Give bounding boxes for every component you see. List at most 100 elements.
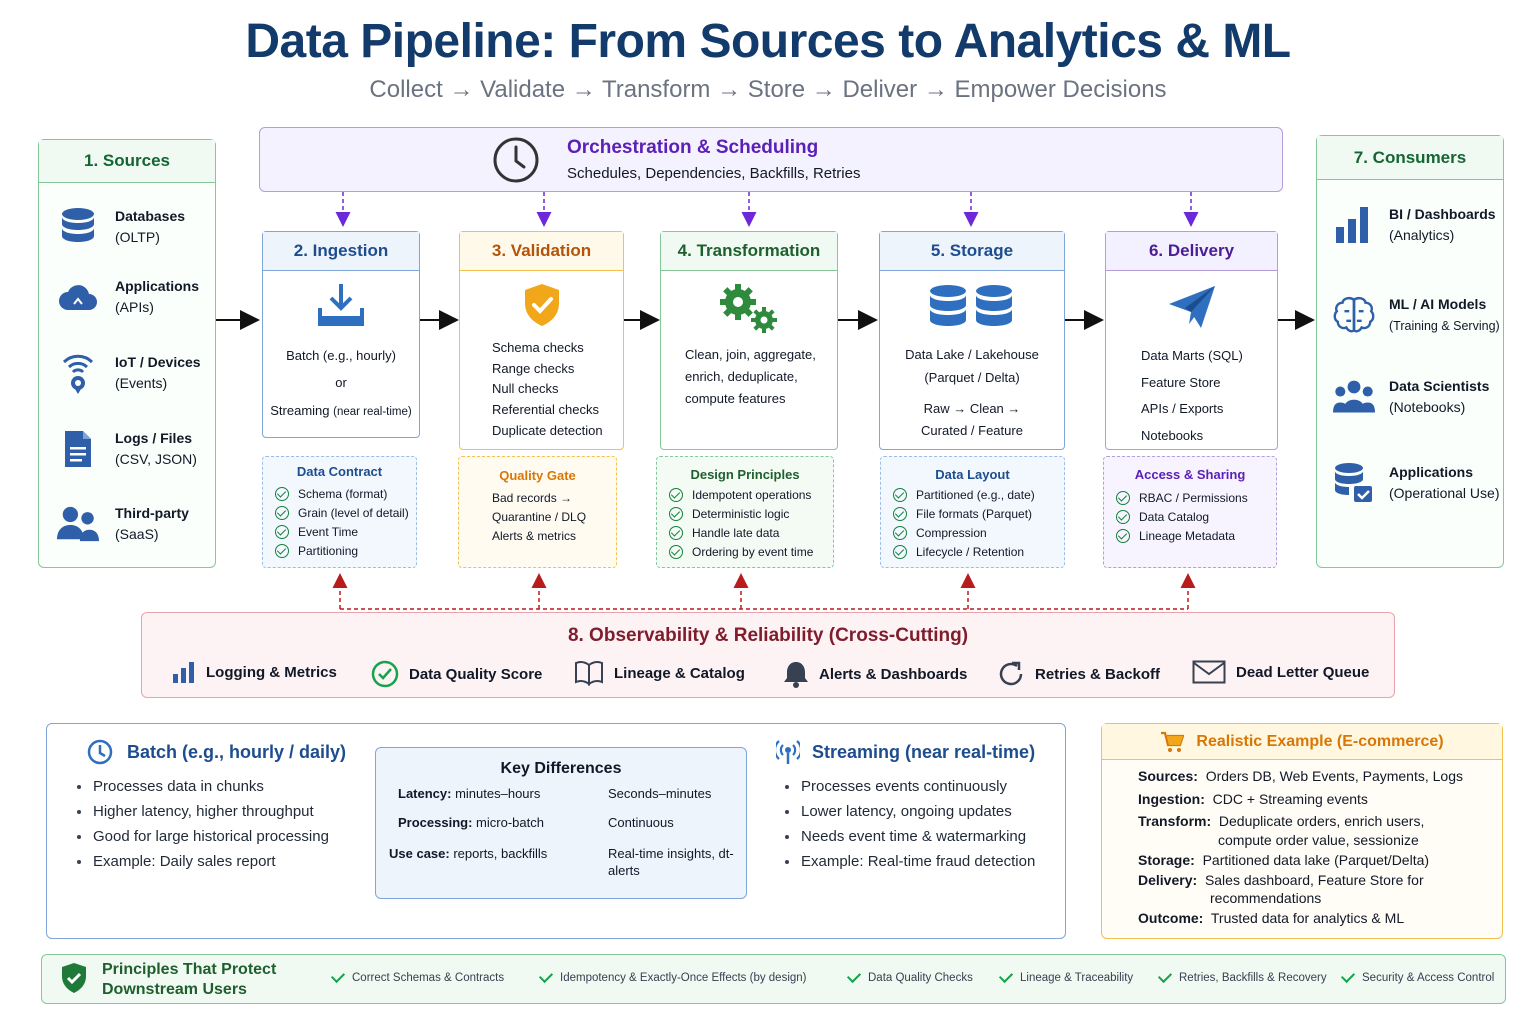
delivery-stage[interactable]: 6. Delivery Data Marts (SQL) Feature Sto…	[1105, 231, 1278, 450]
consumer-ml[interactable]: ML / AI Models(Training & Serving)	[1333, 294, 1500, 337]
users-icon	[57, 503, 99, 545]
example-label: Transform:	[1138, 813, 1212, 829]
source-detail: (Events)	[115, 375, 168, 391]
access-item-label: Lineage Metadata	[1139, 528, 1236, 543]
delivery-line: Feature Store	[1141, 374, 1221, 390]
check-circle-icon	[371, 660, 399, 688]
checkmark-icon	[1157, 968, 1173, 984]
storage-stage[interactable]: 5. Storage Data Lake / Lakehouse (Parque…	[879, 231, 1065, 450]
access-sharing-box: Access & Sharing RBAC / Permissions Data…	[1103, 456, 1277, 568]
obs-alerts[interactable]: Alerts & Dashboards	[783, 660, 967, 688]
orchestration-arrows	[335, 192, 1199, 227]
check-line: Null checks	[492, 381, 559, 397]
source-iot[interactable]: IoT / Devices(Events)	[57, 352, 201, 394]
orchestration-title: Orchestration & Scheduling	[567, 137, 819, 158]
desc-line: enrich, deduplicate,	[685, 369, 798, 384]
kd-label: Latency:	[398, 785, 452, 801]
streaming-detail: (near real-time)	[333, 406, 412, 418]
list-item: Processes events continuously	[783, 774, 1035, 799]
source-name: Logs / Files	[115, 430, 193, 446]
kd-right: Continuous	[608, 814, 674, 830]
layout-item-label: Partitioned (e.g., date)	[916, 487, 1035, 502]
example-value: Orders DB, Web Events, Payments, Logs	[1205, 768, 1463, 784]
contract-item-label: Schema (format)	[298, 486, 388, 501]
observability-arrows	[332, 573, 1196, 610]
consumer-applications[interactable]: Applications(Operational Use)	[1333, 462, 1500, 504]
broadcast-icon	[776, 740, 800, 764]
layout-item: File formats (Parquet)	[893, 504, 1064, 523]
example-value: Deduplicate orders, enrich users,	[1218, 813, 1425, 829]
check-circle-icon	[275, 486, 289, 501]
check-line: Referential checks	[492, 402, 599, 418]
ingestion-stage[interactable]: 2. Ingestion Batch (e.g., hourly) or Str…	[262, 231, 420, 438]
checkmark-icon	[998, 968, 1014, 984]
obs-label: Dead Letter Queue	[1236, 663, 1370, 681]
principle-item-label: Deterministic logic	[692, 506, 790, 521]
delivery-outputs: Data Marts (SQL) Feature Store APIs / Ex…	[1141, 343, 1243, 449]
database-icon	[57, 206, 99, 248]
principle-item-label: Idempotent operations	[692, 487, 812, 502]
principle-item-label: Handle late data	[692, 525, 780, 540]
obs-logging[interactable]: Logging & Metrics	[172, 660, 337, 684]
batch-header: Batch (e.g., hourly / daily)	[87, 739, 346, 765]
example-value: CDC + Streaming events	[1212, 791, 1368, 807]
example-label: Outcome:	[1138, 910, 1204, 926]
book-icon	[575, 660, 603, 686]
source-logs[interactable]: Logs / Files(CSV, JSON)	[57, 428, 197, 470]
layout-item: Partitioned (e.g., date)	[893, 485, 1064, 504]
iot-signal-icon	[57, 352, 99, 394]
principles-title-line: Principles That Protect	[102, 961, 277, 978]
access-item-label: Data Catalog	[1139, 509, 1210, 524]
source-third-party[interactable]: Third-party(SaaS)	[57, 503, 189, 545]
example-row: Ingestion: CDC + Streaming events	[1138, 789, 1463, 809]
principle-label: Lineage & Traceability	[1020, 972, 1134, 984]
delivery-line: Data Marts (SQL)	[1141, 348, 1243, 363]
example-label: Delivery:	[1138, 872, 1198, 888]
ingestion-or: or	[335, 375, 347, 390]
example-panel: Realistic Example (E-commerce) Sources: …	[1101, 723, 1503, 939]
storage-line: Data Lake / Lakehouse	[905, 347, 1039, 362]
consumer-bi[interactable]: BI / Dashboards(Analytics)	[1333, 204, 1496, 246]
checkmark-icon	[330, 968, 346, 984]
data-layout-box: Data Layout Partitioned (e.g., date) Fil…	[880, 456, 1065, 568]
check-line: Schema checks	[492, 340, 584, 355]
check-circle-icon	[893, 544, 907, 559]
access-sharing-title: Access & Sharing	[1134, 467, 1246, 482]
consumer-scientists[interactable]: Data Scientists(Notebooks)	[1333, 376, 1489, 418]
example-row-cont: recommendations	[1210, 890, 1322, 906]
check-circle-icon	[1116, 490, 1130, 505]
layout-item-label: Compression	[916, 525, 987, 540]
key-differences-title: Key Differences	[500, 760, 622, 777]
principle-item: Lineage & Traceability	[998, 968, 1134, 984]
principle-item: Idempotency & Exactly-Once Effects (by d…	[538, 968, 807, 984]
principle-item: Security & Access Control	[1340, 968, 1494, 984]
source-detail: (SaaS)	[115, 526, 159, 542]
contract-item: Partitioning	[275, 541, 416, 560]
obs-label: Data Quality Score	[409, 665, 543, 683]
obs-quality[interactable]: Data Quality Score	[371, 660, 542, 688]
check-circle-icon	[275, 543, 289, 558]
consumer-name: ML / AI Models	[1389, 296, 1487, 312]
contract-item-label: Event Time	[298, 524, 359, 539]
obs-retries[interactable]: Retries & Backoff	[997, 660, 1160, 688]
list-item: Good for large historical processing	[75, 824, 329, 849]
example-value: Sales dashboard, Feature Store for	[1204, 872, 1424, 888]
access-item: Lineage Metadata	[1116, 526, 1276, 545]
document-icon	[57, 428, 99, 470]
obs-lineage[interactable]: Lineage & Catalog	[574, 660, 745, 686]
storage-title: 5. Storage	[880, 232, 1064, 271]
obs-label: Alerts & Dashboards	[819, 665, 968, 683]
validation-stage[interactable]: 3. Validation Schema checks Range checks…	[459, 231, 624, 450]
layout-item-label: File formats (Parquet)	[916, 506, 1033, 521]
consumer-detail: (Notebooks)	[1389, 399, 1466, 415]
desc-line: compute features	[685, 391, 786, 406]
transformation-stage[interactable]: 4. Transformation Clean, join, aggregate…	[660, 231, 838, 450]
storage-line: Curated / Feature	[921, 423, 1023, 438]
source-applications[interactable]: Applications(APIs)	[57, 276, 199, 318]
ingestion-streaming: Streaming (near real-time)	[263, 403, 419, 418]
obs-dlq[interactable]: Dead Letter Queue	[1192, 660, 1369, 684]
source-databases[interactable]: Databases(OLTP)	[57, 206, 185, 248]
list-item: Example: Real-time fraud detection	[783, 849, 1035, 874]
example-value: Trusted data for analytics & ML	[1210, 910, 1405, 926]
kd-left-value: reports, backfills	[453, 845, 548, 861]
